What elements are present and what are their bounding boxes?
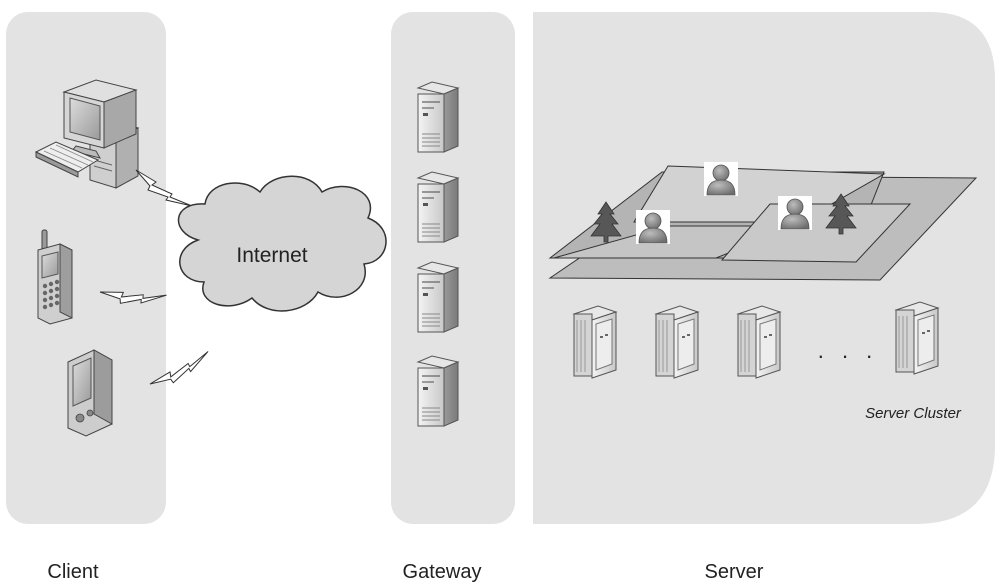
rack-server-icon — [573, 305, 617, 379]
rack-server-icon — [895, 301, 939, 375]
rack-server-icon — [737, 305, 781, 379]
pda-icon — [67, 349, 113, 437]
user-avatar-icon — [703, 161, 739, 197]
server-section-label: Server — [705, 561, 764, 583]
internet-label: Internet — [236, 244, 307, 267]
server-cluster-label: Server Cluster — [865, 405, 962, 422]
user-avatar-icon — [777, 195, 813, 231]
desktop-computer-icon — [34, 79, 140, 189]
rack-server-icon — [655, 305, 699, 379]
gateway-section-label: Gateway — [403, 561, 482, 583]
mobile-phone-icon — [37, 229, 73, 325]
internet-cloud — [177, 175, 387, 312]
client-section-label: Client — [47, 561, 99, 583]
user-avatar-icon — [635, 209, 671, 245]
cluster-ellipsis: . . . — [818, 338, 879, 363]
